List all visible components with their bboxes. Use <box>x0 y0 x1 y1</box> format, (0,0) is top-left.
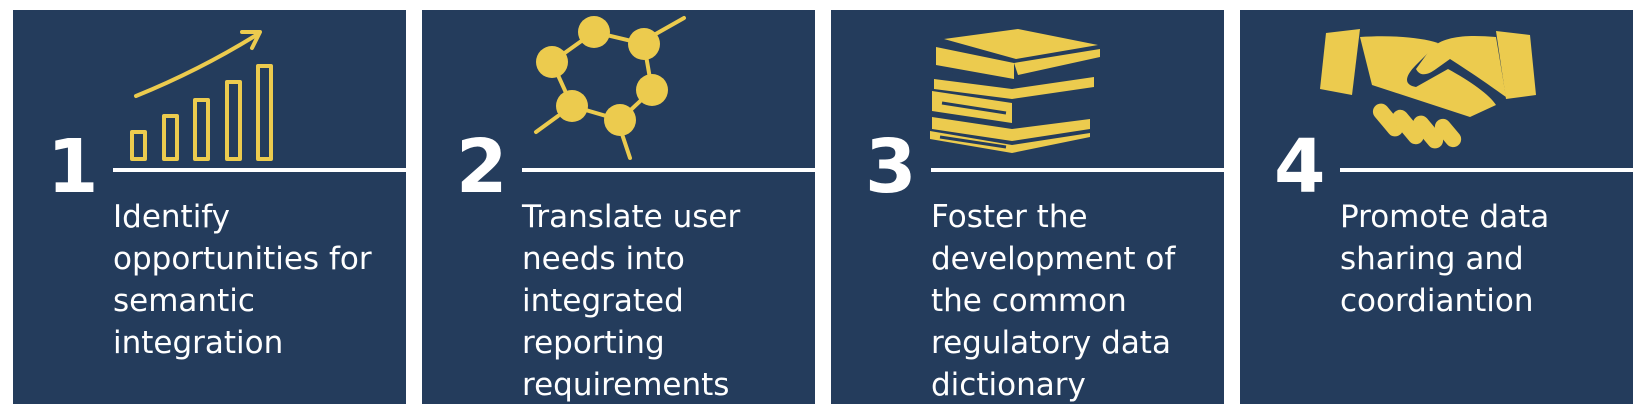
divider-line <box>522 168 815 172</box>
step-text: Promote data sharing and coordiantion <box>1340 199 1550 319</box>
step-card-4: 4 Promote data sharing and coordiantion <box>1240 10 1633 404</box>
book-stack-icon <box>930 29 1100 153</box>
step-text: Translate user needs into integrated rep… <box>522 199 741 403</box>
step-text: Identify opportunities for semantic inte… <box>113 199 372 361</box>
step-text: Foster the development of the common reg… <box>931 199 1176 403</box>
step-card-1: 1 Identify opportunities for semantic in… <box>13 10 406 404</box>
growth-bar-chart-icon <box>130 30 273 161</box>
step-number: 4 <box>1274 124 1326 210</box>
divider-line <box>113 168 406 172</box>
step-number: 1 <box>47 124 99 210</box>
step-card-3: 3 Foster the development of the common r… <box>831 10 1224 404</box>
molecule-network-icon <box>534 16 686 160</box>
divider-line <box>931 168 1224 172</box>
step-number: 3 <box>865 124 917 210</box>
handshake-icon <box>1320 29 1536 149</box>
step-number: 2 <box>456 124 508 210</box>
divider-line <box>1340 168 1633 172</box>
step-card-2: 2 Translate user needs into integrated r… <box>422 10 815 404</box>
